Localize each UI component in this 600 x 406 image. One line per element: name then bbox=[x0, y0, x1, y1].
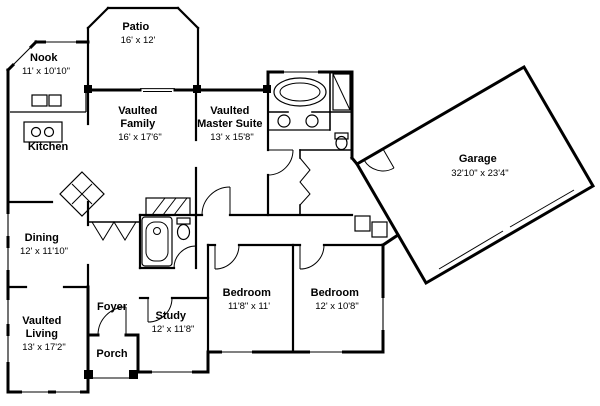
room-labels: Patio 16' x 12' Nook 11' x 10'10" Kitche… bbox=[20, 17, 509, 360]
room-label-patio: Patio 16' x 12' bbox=[121, 17, 156, 46]
hall-bath-door bbox=[173, 245, 197, 269]
wall-post bbox=[263, 85, 271, 93]
interior-walls bbox=[6, 71, 385, 354]
porch-column-left bbox=[84, 370, 93, 379]
front-door bbox=[97, 306, 127, 336]
room-label-master-suite: Vaulted Master Suite 13' x 15'8" bbox=[197, 101, 267, 143]
master-toilet bbox=[334, 132, 349, 151]
study-door bbox=[147, 297, 173, 323]
room-label-family: Vaulted Family 16' x 17'6" bbox=[118, 101, 162, 143]
room-label-garage: Garage 32'10" x 23'4" bbox=[451, 149, 508, 179]
room-label-study: Study 12' x 11'8" bbox=[152, 306, 195, 335]
garage-door-right bbox=[438, 230, 504, 270]
fixtures bbox=[10, 73, 388, 379]
room-label-dining: Dining 12' x 11'10" bbox=[20, 228, 68, 257]
corner-cabinet bbox=[59, 171, 105, 217]
room-label-porch: Porch bbox=[96, 348, 127, 360]
master-vanity bbox=[268, 114, 330, 131]
kitchen-sink bbox=[31, 94, 48, 107]
exterior-walls bbox=[5, 39, 401, 394]
fireplace bbox=[145, 197, 191, 216]
patio-post-right bbox=[193, 85, 201, 93]
foyer-closet-bifold-door bbox=[91, 221, 137, 241]
master-bath-door bbox=[267, 149, 294, 176]
kitchen-island bbox=[23, 121, 63, 143]
room-label-bedroom1: Bedroom 11'8" x 11' bbox=[223, 283, 276, 312]
bedroom1-door bbox=[214, 244, 240, 270]
garage-door-left bbox=[509, 189, 575, 228]
kitchen-counter bbox=[10, 92, 87, 143]
room-label-living: Vaulted Living 13' x 17'2" bbox=[22, 311, 66, 353]
master-suite-door bbox=[201, 186, 231, 216]
garage-walls bbox=[354, 64, 596, 286]
garage-entry-door bbox=[363, 148, 395, 172]
doors bbox=[97, 148, 395, 336]
master-shower bbox=[332, 73, 351, 111]
windows bbox=[4, 38, 387, 396]
room-label-foyer: Foyer bbox=[97, 301, 128, 313]
hall-bath-tub bbox=[141, 216, 173, 267]
room-label-nook: Nook 11' x 10'10" bbox=[22, 48, 70, 77]
master-tub bbox=[273, 77, 327, 107]
porch-column-right bbox=[129, 370, 138, 379]
bedroom2-door bbox=[299, 244, 325, 270]
closet-bifold-door bbox=[299, 157, 311, 206]
patio-post-left bbox=[84, 85, 92, 93]
hall-bath-toilet bbox=[176, 217, 191, 241]
laundry-appliances bbox=[354, 215, 388, 238]
patio-walls bbox=[86, 6, 200, 92]
room-label-bedroom2: Bedroom 12' x 10'8" bbox=[311, 283, 364, 312]
room-label-kitchen: Kitchen bbox=[28, 141, 69, 153]
